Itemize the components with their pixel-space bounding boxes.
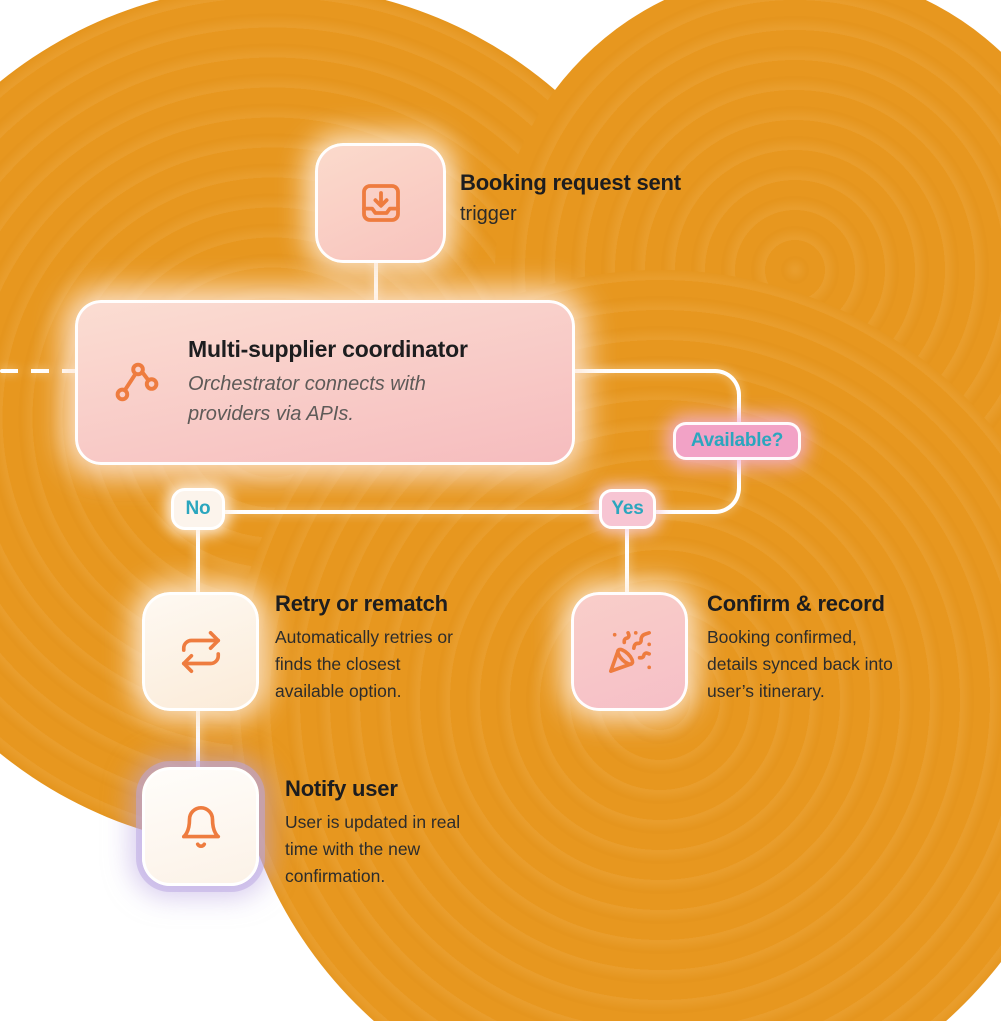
- trigger-type-label: trigger: [460, 203, 517, 225]
- inbox-download-icon: [357, 179, 405, 227]
- connector-yes-branch: [625, 506, 629, 596]
- network-nodes-icon: [112, 358, 162, 408]
- connector-trigger-to-coordinator: [374, 255, 378, 305]
- coordinator-title: Multi-supplier coordinator: [188, 336, 468, 362]
- dashed-connector-left: [0, 369, 82, 373]
- coordinator-description: Orchestrator connects with providers via…: [188, 373, 426, 425]
- bell-icon: [178, 804, 224, 850]
- branch-no-label: No: [185, 498, 211, 519]
- retry-title: Retry or rematch: [275, 591, 448, 616]
- branch-yes-label: Yes: [611, 498, 644, 519]
- connector-coordinator-to-decision: [575, 369, 741, 468]
- decision-badge-label: Available?: [690, 430, 784, 451]
- connector-no-branch: [196, 506, 200, 596]
- branch-badge-yes: Yes: [599, 489, 656, 529]
- notify-title: Notify user: [285, 776, 398, 801]
- notify-label-block: Notify user User is updated in real time…: [285, 776, 463, 890]
- notify-description: User is updated in real time with the ne…: [285, 812, 461, 887]
- confirm-node-card: [571, 592, 688, 711]
- decision-badge-available: Available?: [673, 422, 801, 460]
- connector-retry-to-notify: [196, 702, 200, 772]
- confirm-label-block: Confirm & record Booking confirmed, deta…: [707, 591, 902, 705]
- confirm-description: Booking confirmed, details synced back i…: [707, 627, 893, 702]
- coordinator-text-block: Multi-supplier coordinator Orchestrator …: [188, 336, 498, 429]
- retry-node-card: [142, 592, 259, 711]
- connector-decision-to-branches: [198, 430, 741, 514]
- trigger-node-card: [315, 143, 446, 263]
- trigger-title: Booking request sent: [460, 170, 681, 195]
- party-popper-icon: [607, 629, 653, 675]
- notify-node-card: [142, 767, 259, 886]
- confirm-title: Confirm & record: [707, 591, 885, 616]
- branch-badge-no: No: [171, 488, 225, 530]
- repeat-arrows-icon: [178, 629, 224, 675]
- coordinator-node-card: Multi-supplier coordinator Orchestrator …: [75, 300, 575, 465]
- retry-description: Automatically retries or finds the close…: [275, 627, 453, 702]
- trigger-label-block: Booking request sent trigger: [460, 170, 681, 226]
- retry-label-block: Retry or rematch Automatically retries o…: [275, 591, 470, 705]
